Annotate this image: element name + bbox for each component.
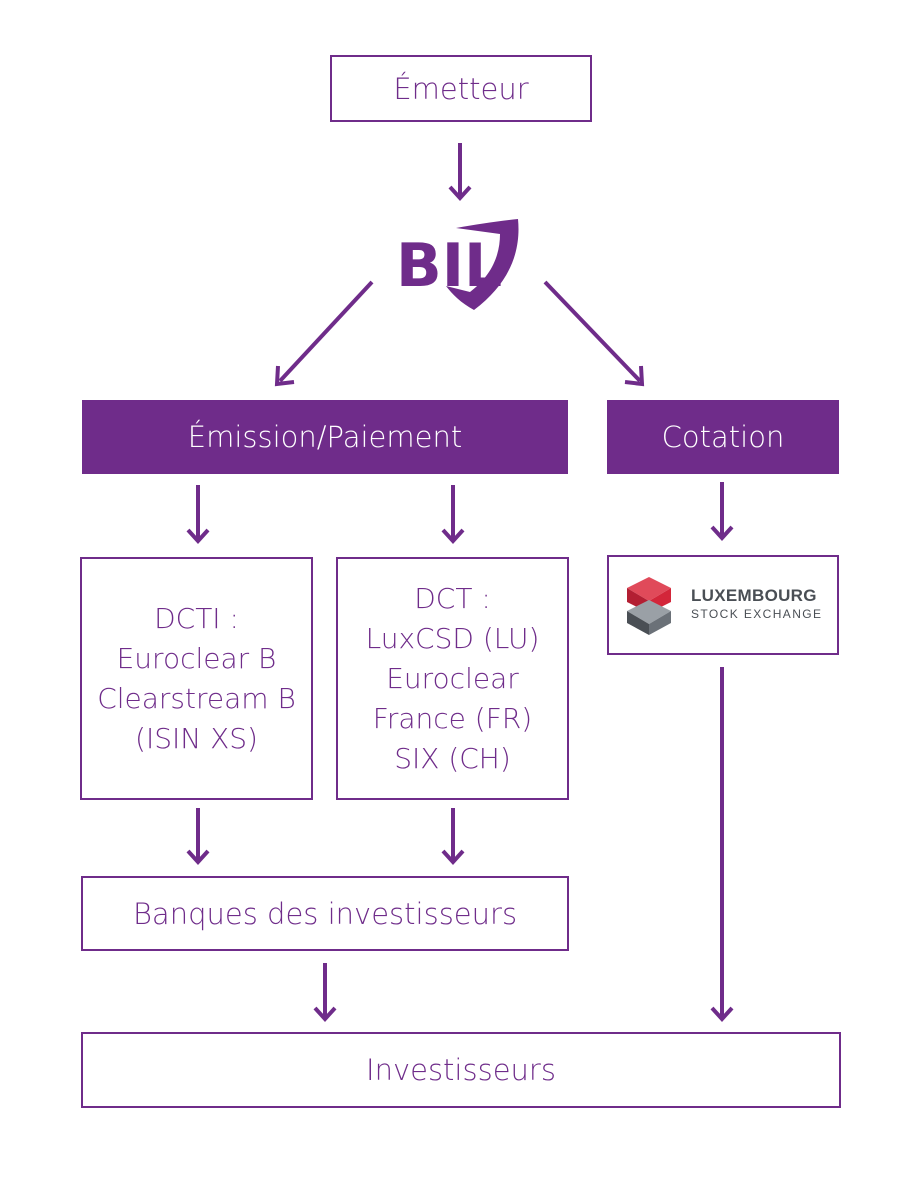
- arrowhead: [624, 365, 645, 387]
- arrow-bil-cotation: [543, 280, 642, 383]
- emission-label: Émission/Paiement: [187, 420, 463, 454]
- lux-logo-line2: STOCK EXCHANGE: [691, 607, 823, 621]
- luxembourg-stock-exchange-logo: LUXEMBOURG STOCK EXCHANGE: [607, 555, 839, 655]
- arrowhead: [313, 1006, 337, 1022]
- dcti-box: DCTI : Euroclear B Clearstream B (ISIN X…: [80, 557, 313, 800]
- dct-line: SIX (CH): [394, 741, 511, 775]
- cotation-label: Cotation: [661, 420, 785, 454]
- dct-line: Euroclear: [386, 661, 519, 695]
- dcti-line: (ISIN XS): [135, 721, 258, 755]
- dct-line: DCT :: [414, 581, 491, 615]
- dct-line: LuxCSD (LU): [365, 621, 540, 655]
- arrowhead: [186, 528, 210, 544]
- dct-line: France (FR): [372, 701, 533, 735]
- arrowhead: [441, 528, 465, 544]
- bil-logo-text: BIL: [396, 231, 502, 301]
- emetteur-box: Émetteur: [330, 55, 592, 122]
- dcti-line: DCTI :: [154, 601, 239, 635]
- arrowhead: [274, 365, 295, 387]
- dcti-line: Euroclear B: [116, 641, 277, 675]
- arrow-bil-emission: [278, 280, 374, 383]
- cotation-box: Cotation: [607, 400, 839, 474]
- lux-logo-line1: LUXEMBOURG: [691, 586, 817, 605]
- arrowhead: [448, 185, 472, 201]
- arrowhead: [186, 849, 210, 865]
- arrowhead: [710, 525, 734, 541]
- investisseurs-label: Investisseurs: [366, 1053, 556, 1087]
- emission-box: Émission/Paiement: [82, 400, 568, 474]
- banques-box: Banques des investisseurs: [81, 876, 569, 951]
- arrowhead: [441, 849, 465, 865]
- dcti-line: Clearstream B: [97, 681, 296, 715]
- dct-box: DCT : LuxCSD (LU) Euroclear France (FR) …: [336, 557, 569, 800]
- emetteur-label: Émetteur: [393, 71, 529, 106]
- banques-label: Banques des investisseurs: [132, 896, 518, 931]
- bil-shield-logo: BIL: [394, 214, 524, 314]
- arrowhead: [710, 1006, 734, 1022]
- investisseurs-box: Investisseurs: [81, 1032, 841, 1108]
